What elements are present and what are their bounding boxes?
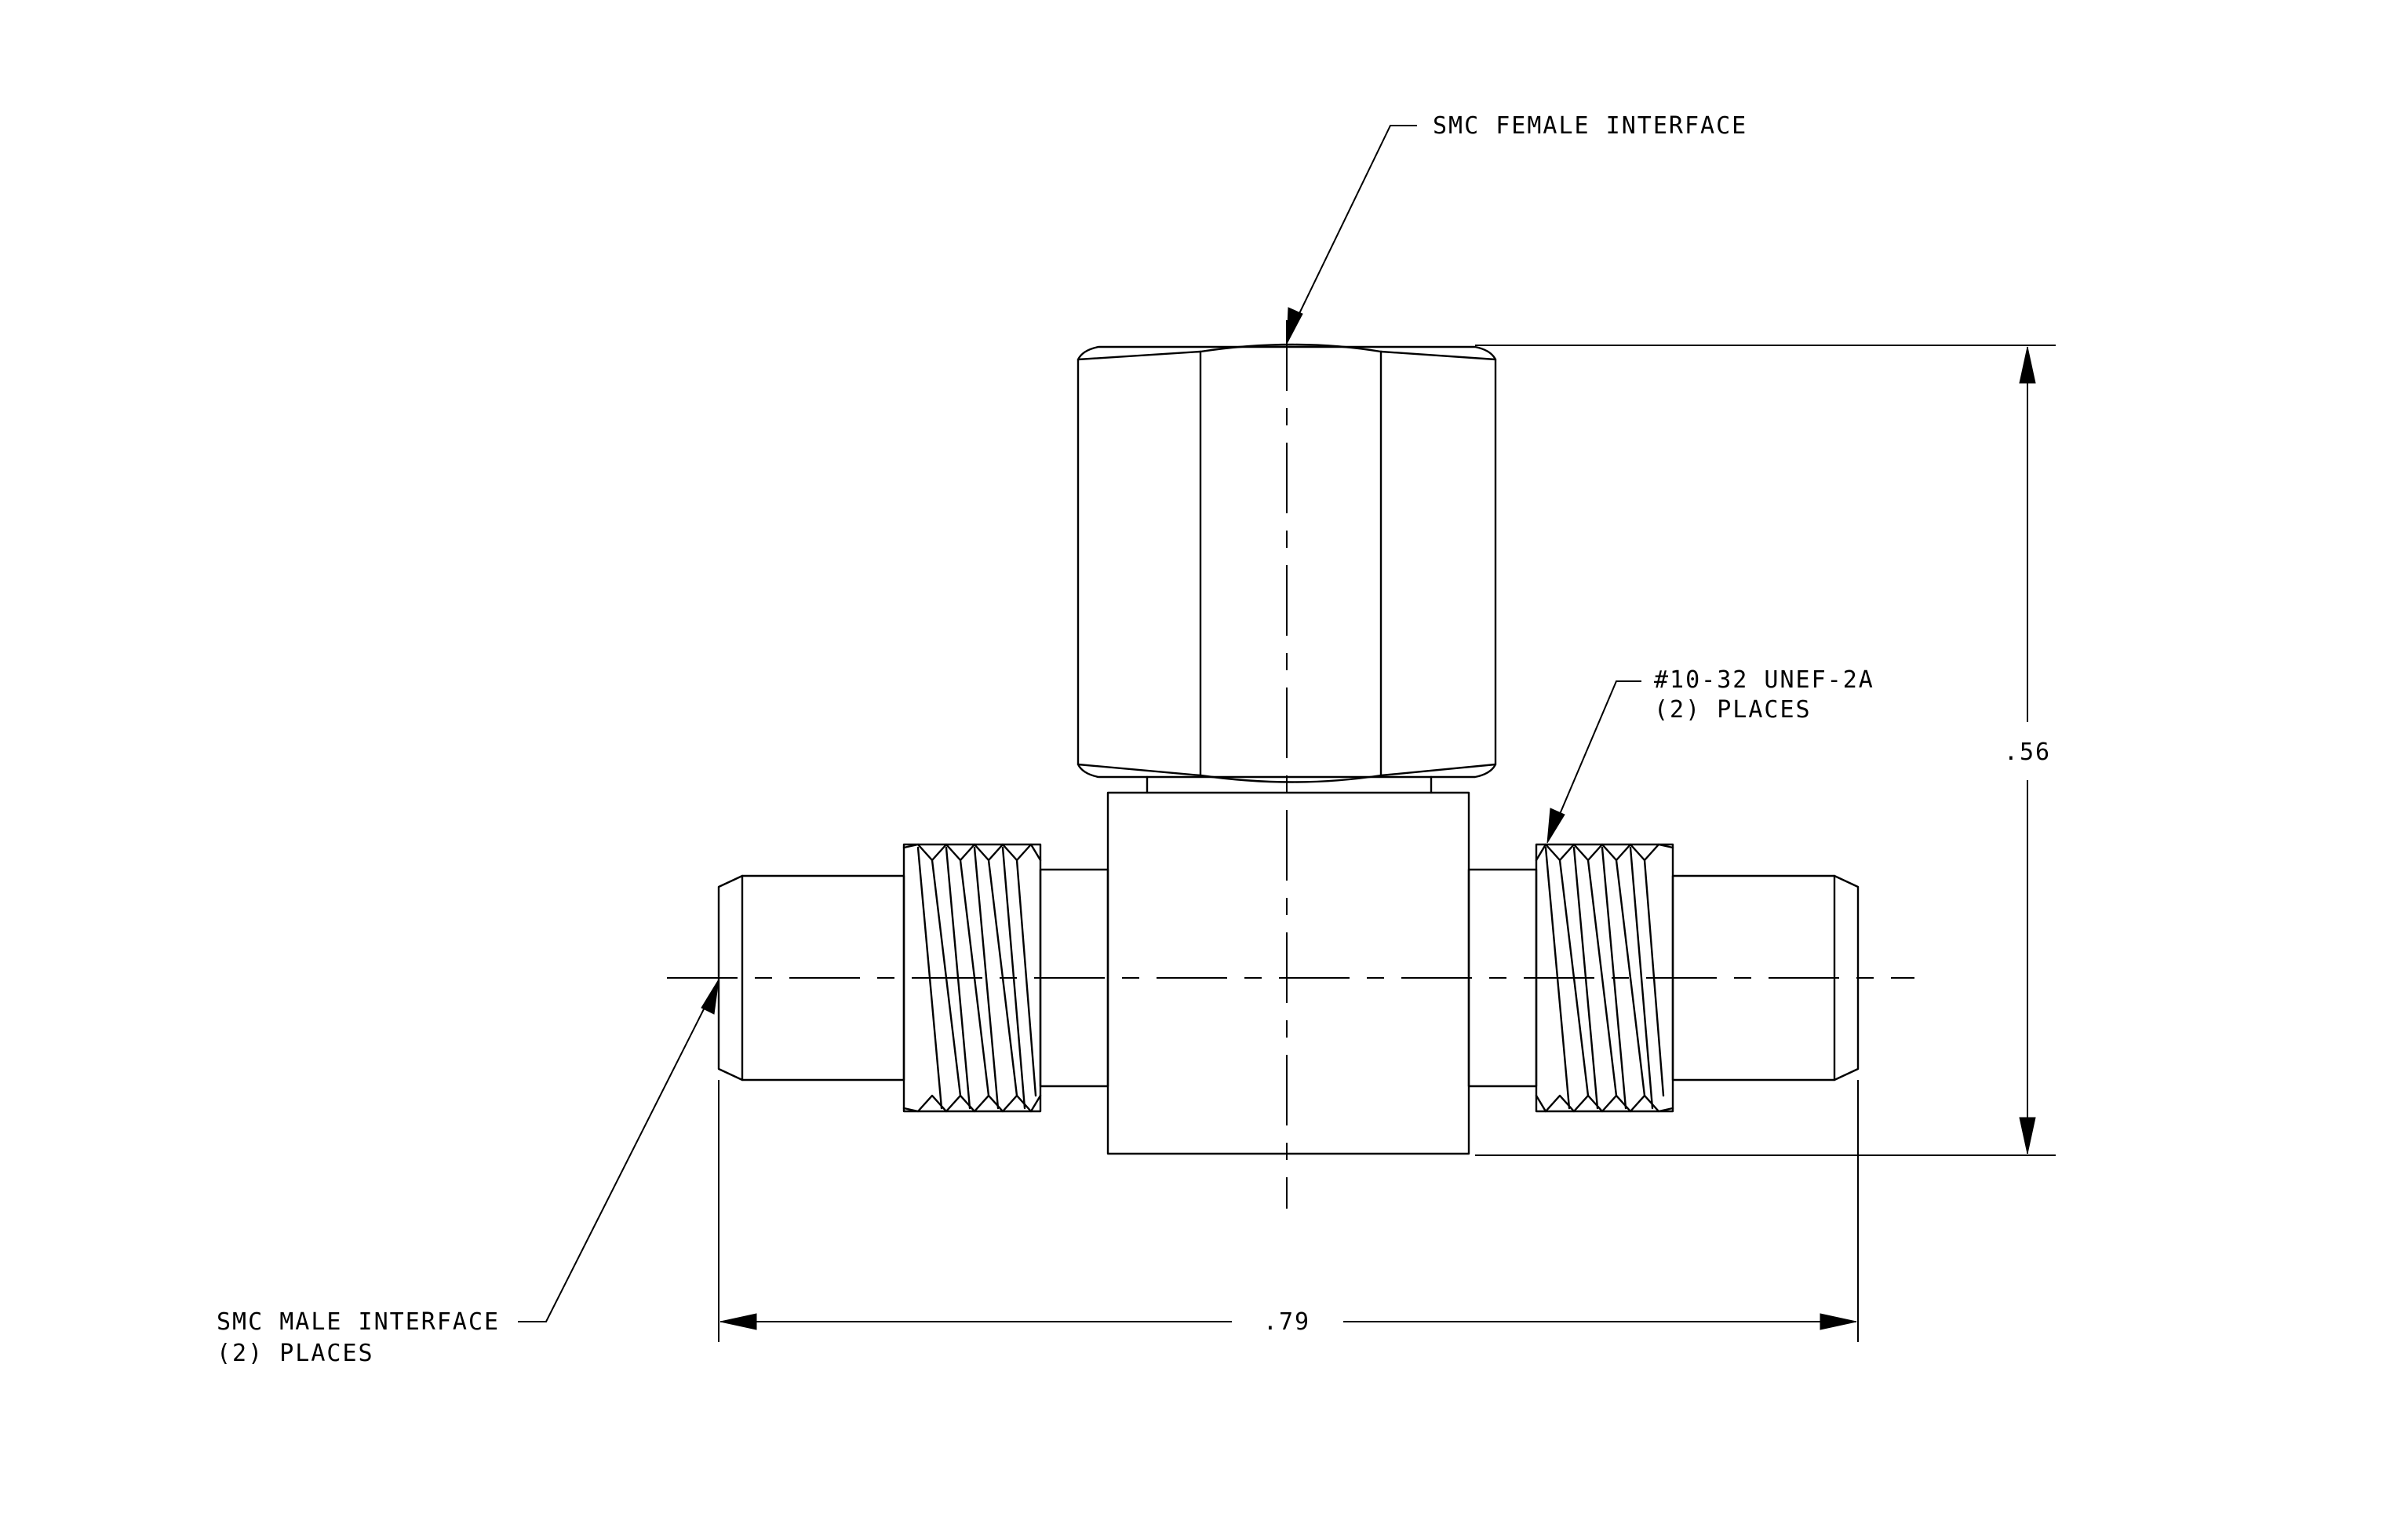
tee-body bbox=[1106, 791, 1470, 1155]
male-interface-label-line2: (2) PLACES bbox=[217, 1340, 374, 1367]
male-interface-leader bbox=[518, 979, 719, 1322]
height-dimension-label: .56 bbox=[2004, 739, 2051, 766]
male-interface-label-line1: SMC MALE INTERFACE bbox=[217, 1308, 500, 1336]
female-interface-leader bbox=[1286, 125, 1417, 345]
thread-leader bbox=[1546, 680, 1641, 844]
female-hex-nut bbox=[1076, 343, 1497, 794]
thread-label-line2: (2) PLACES bbox=[1654, 696, 1812, 724]
thread-label-line1: #10-32 UNEF-2A bbox=[1654, 666, 1874, 694]
length-dimension-label: .79 bbox=[1263, 1308, 1310, 1336]
length-dimension bbox=[718, 1080, 1859, 1342]
female-interface-label: SMC FEMALE INTERFACE bbox=[1433, 112, 1747, 140]
height-dimension bbox=[1475, 345, 2056, 1156]
